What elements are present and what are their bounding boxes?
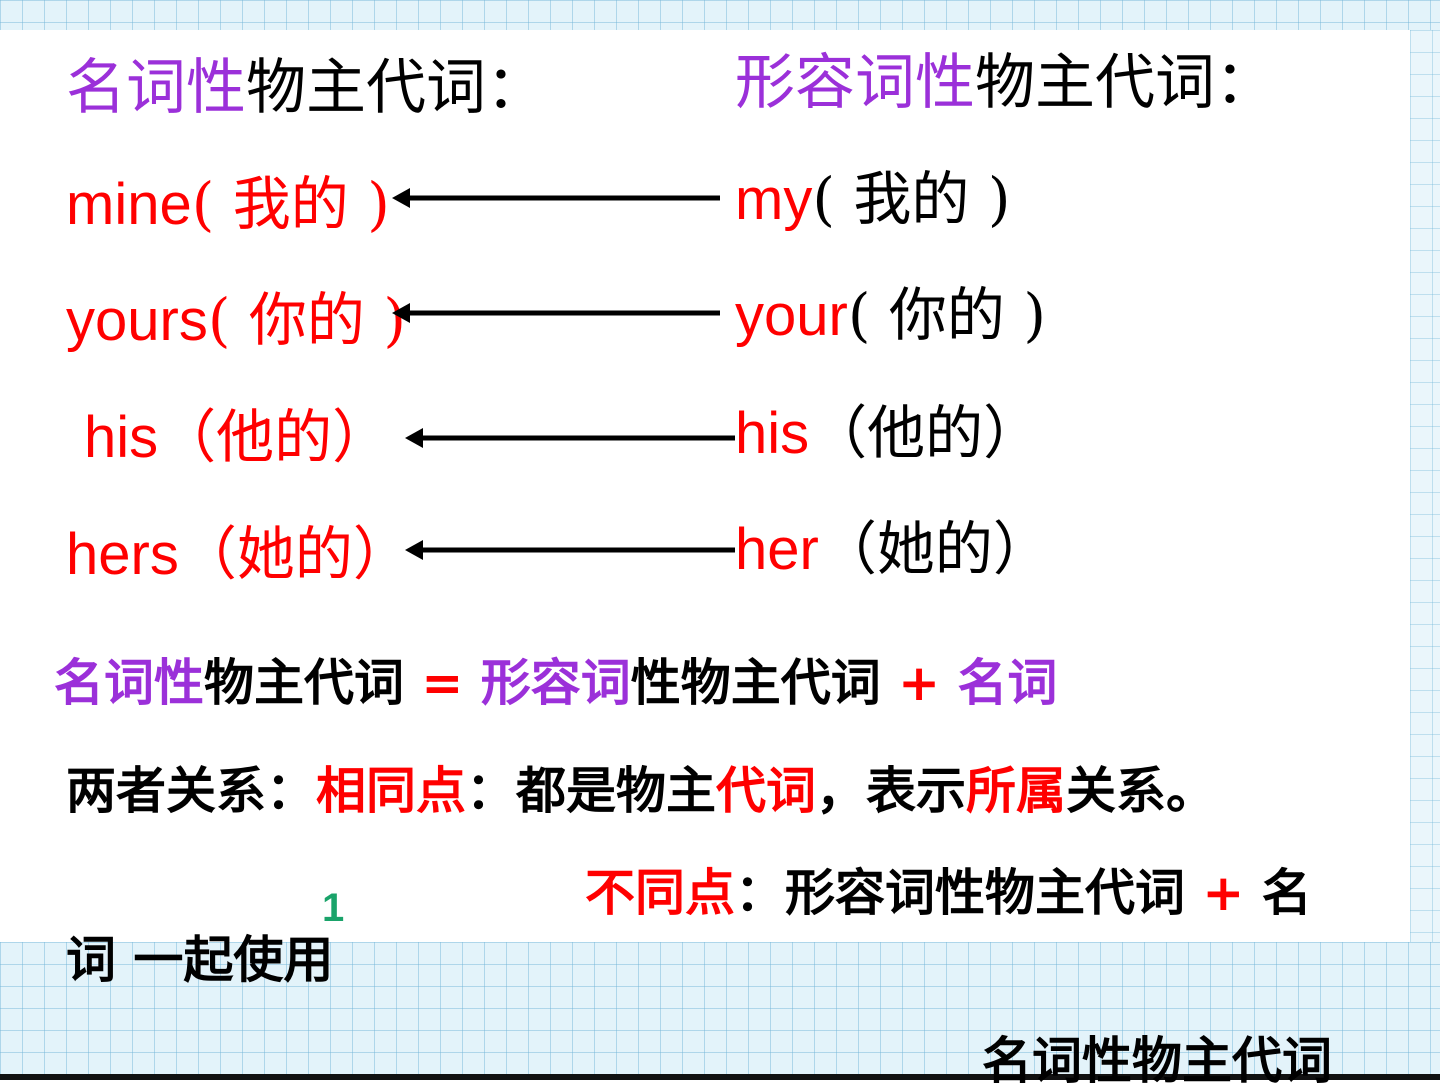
right-item-word: your: [735, 283, 848, 348]
header-right: 形容词性物主代词：: [735, 53, 1275, 113]
grid-band-top: [0, 0, 1440, 30]
right-item-her: her（她的）: [735, 520, 1051, 579]
page-number: 1: [322, 886, 345, 930]
arrowhead-his: [405, 428, 423, 448]
difference-part1: 不同点: [585, 864, 735, 922]
header-left-part2: 物主代词：: [246, 53, 546, 123]
formula-part3: =: [404, 654, 481, 712]
relation-part5: ，表示: [816, 762, 966, 820]
left-item-gloss: （她的）: [178, 520, 411, 588]
left-item-word: mine: [66, 172, 192, 237]
arrowhead-yours: [392, 303, 410, 323]
left-item-word: hers: [66, 522, 179, 587]
right-item-word: her: [735, 517, 819, 582]
header-left-part1: 名词性: [66, 53, 246, 123]
formula-part2: 物主代词: [204, 654, 404, 712]
right-item-his: his（他的）: [735, 404, 1041, 463]
right-item-your: your( 你的 ): [735, 286, 1046, 345]
left-item-yours: yours( 你的 ): [66, 291, 406, 350]
relation-line: 两者关系：相同点：都是物主代词，表示所属关系。: [66, 766, 1216, 816]
relation-part4: 代词: [716, 762, 816, 820]
left-item-gloss: ( 我的 ): [191, 170, 390, 238]
left-item-word: yours: [66, 288, 208, 353]
right-item-word: his: [735, 401, 810, 466]
difference-part4: 名: [1244, 864, 1312, 922]
arrowhead-hers: [405, 540, 423, 560]
left-item-word: his: [84, 405, 159, 470]
formula-line: 名词性物主代词 = 形容词性物主代词 + 名词: [54, 658, 1057, 708]
formula-part4: 形容词: [480, 654, 631, 712]
relation-part1: 两者关系：: [66, 762, 316, 820]
relation-part3: ：都是物主: [466, 762, 716, 820]
header-right-part1: 形容词性: [735, 48, 975, 118]
arrowhead-mine: [392, 188, 410, 208]
left-item-hers: hers（她的）: [66, 525, 411, 584]
header-right-part2: 物主代词：: [975, 48, 1275, 118]
grid-band-right: [1410, 30, 1440, 942]
relation-part7: 关系。: [1066, 762, 1216, 820]
formula-part1: 名词性: [54, 654, 204, 712]
relation-part2: 相同点: [316, 762, 466, 820]
grid-band-bottom: [0, 942, 1440, 1076]
right-item-gloss: （他的）: [809, 399, 1042, 467]
left-item-gloss: ( 你的 ): [207, 286, 406, 354]
bottom-border: [0, 1074, 1440, 1080]
relation-part6: 所属: [966, 762, 1066, 820]
right-item-my: my( 我的 ): [735, 170, 1010, 229]
right-item-gloss: （她的）: [818, 515, 1051, 583]
right-item-gloss: ( 你的 ): [847, 281, 1046, 349]
difference-line: 不同点：形容词性物主代词 + 名: [585, 868, 1312, 918]
right-item-word: my: [735, 167, 813, 232]
left-item-mine: mine( 我的 ): [66, 175, 390, 234]
left-item-gloss: （他的）: [158, 403, 391, 471]
header-left: 名词性物主代词：: [66, 58, 546, 118]
formula-part7: 名词: [957, 654, 1058, 712]
left-item-his: his（他的）: [84, 408, 390, 467]
difference-part3: +: [1202, 864, 1245, 922]
formula-part5: 性物主代词: [630, 654, 881, 712]
difference-part2: ：形容词性物主代词: [735, 864, 1203, 922]
right-item-gloss: ( 我的 ): [812, 165, 1011, 233]
difference-continuation: 词 一起使用: [66, 931, 334, 989]
formula-part6: +: [880, 654, 958, 712]
bottom-cut-text: 名词性物主代词: [982, 1032, 1332, 1090]
